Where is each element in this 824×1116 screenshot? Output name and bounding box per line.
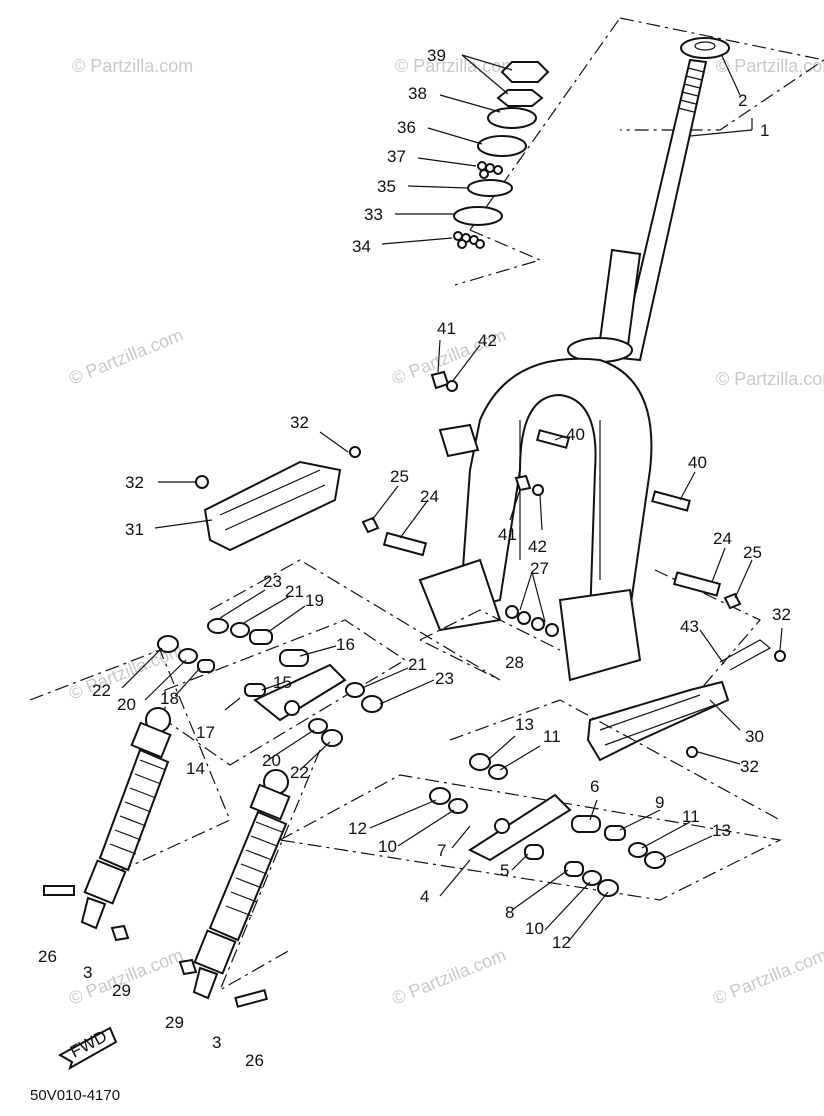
callout-22: 22 [290,763,309,782]
callout-11: 11 [682,807,700,826]
callout-37: 37 [387,147,406,166]
watermark: © Partzilla.com [66,325,186,389]
callout-4: 4 [420,887,429,906]
watermark: © Partzilla.com [710,945,824,1009]
callout-25: 25 [390,467,409,486]
callout-21: 21 [285,582,304,601]
callout-17: 17 [196,723,215,742]
callout-22: 22 [92,681,111,700]
callout-29: 29 [112,981,131,1000]
upper-link-assembly [157,618,407,766]
callout-31: 31 [125,520,144,539]
callout-9: 9 [655,793,664,812]
callout-labels: 39 38 36 37 35 33 34 2 1 41 42 40 40 32 … [38,46,791,1070]
callout-32: 32 [740,757,759,776]
diagram-code: 50V010-4170 [30,1087,120,1104]
callout-41: 41 [437,319,456,338]
callout-39: 39 [427,46,446,65]
callout-24: 24 [713,529,732,548]
callout-20: 20 [262,751,281,770]
ball-bearings [477,161,503,179]
callout-11: 11 [543,727,561,746]
callout-10: 10 [525,919,544,938]
fwd-arrow-icon: FWD [57,1027,118,1071]
callout-36: 36 [397,118,416,137]
ball-bearings [453,231,485,249]
callout-42: 42 [528,537,547,556]
callout-24: 24 [420,487,439,506]
callout-27: 27 [530,559,549,578]
callout-43: 43 [680,617,699,636]
callout-2: 2 [738,91,747,110]
steering-shaft [454,17,824,363]
callout-23: 23 [263,572,282,591]
callout-5: 5 [500,861,509,880]
callout-32: 32 [125,473,144,492]
callout-12: 12 [348,819,367,838]
shock-absorber-left [29,649,231,942]
callout-40: 40 [688,453,707,472]
callout-35: 35 [377,177,396,196]
callout-6: 6 [590,777,599,796]
watermark: © Partzilla.com [72,56,193,76]
callout-3: 3 [83,963,92,982]
head-stack [453,61,550,249]
fender-bracket-left [195,446,361,552]
callout-23: 23 [435,669,454,688]
callout-16: 16 [336,635,355,654]
leader-lines [121,54,783,943]
callout-41: 41 [498,525,517,544]
callout-30: 30 [745,727,764,746]
callout-38: 38 [408,84,427,103]
callout-21: 21 [408,655,427,674]
callout-25: 25 [743,543,762,562]
callout-26: 26 [38,947,57,966]
callout-18: 18 [160,689,179,708]
callout-40: 40 [566,425,585,444]
shock-absorber-right [178,749,321,1008]
callout-32: 32 [772,605,791,624]
watermark: © Partzilla.com [389,945,509,1009]
callout-33: 33 [364,205,383,224]
callout-1: 1 [760,121,769,140]
callout-12: 12 [552,933,571,952]
callout-8: 8 [505,903,514,922]
callout-32: 32 [290,413,309,432]
callout-13: 13 [712,821,731,840]
callout-29: 29 [165,1013,184,1032]
callout-3: 3 [212,1033,221,1052]
watermark: © Partzilla.com [716,369,824,389]
callout-34: 34 [352,237,371,256]
callout-19: 19 [305,591,324,610]
fender-bracket-right [586,639,786,762]
callout-28: 28 [505,653,524,672]
callout-15: 15 [273,673,292,692]
callout-14: 14 [186,759,205,778]
callout-10: 10 [378,837,397,856]
callout-7: 7 [437,841,446,860]
callout-20: 20 [117,695,136,714]
fasteners [361,370,742,637]
callout-26: 26 [245,1051,264,1070]
callout-42: 42 [478,331,497,350]
watermark: © Partzilla.com [395,56,516,76]
callout-13: 13 [515,715,534,734]
watermark: © Partzilla.com [716,56,824,76]
